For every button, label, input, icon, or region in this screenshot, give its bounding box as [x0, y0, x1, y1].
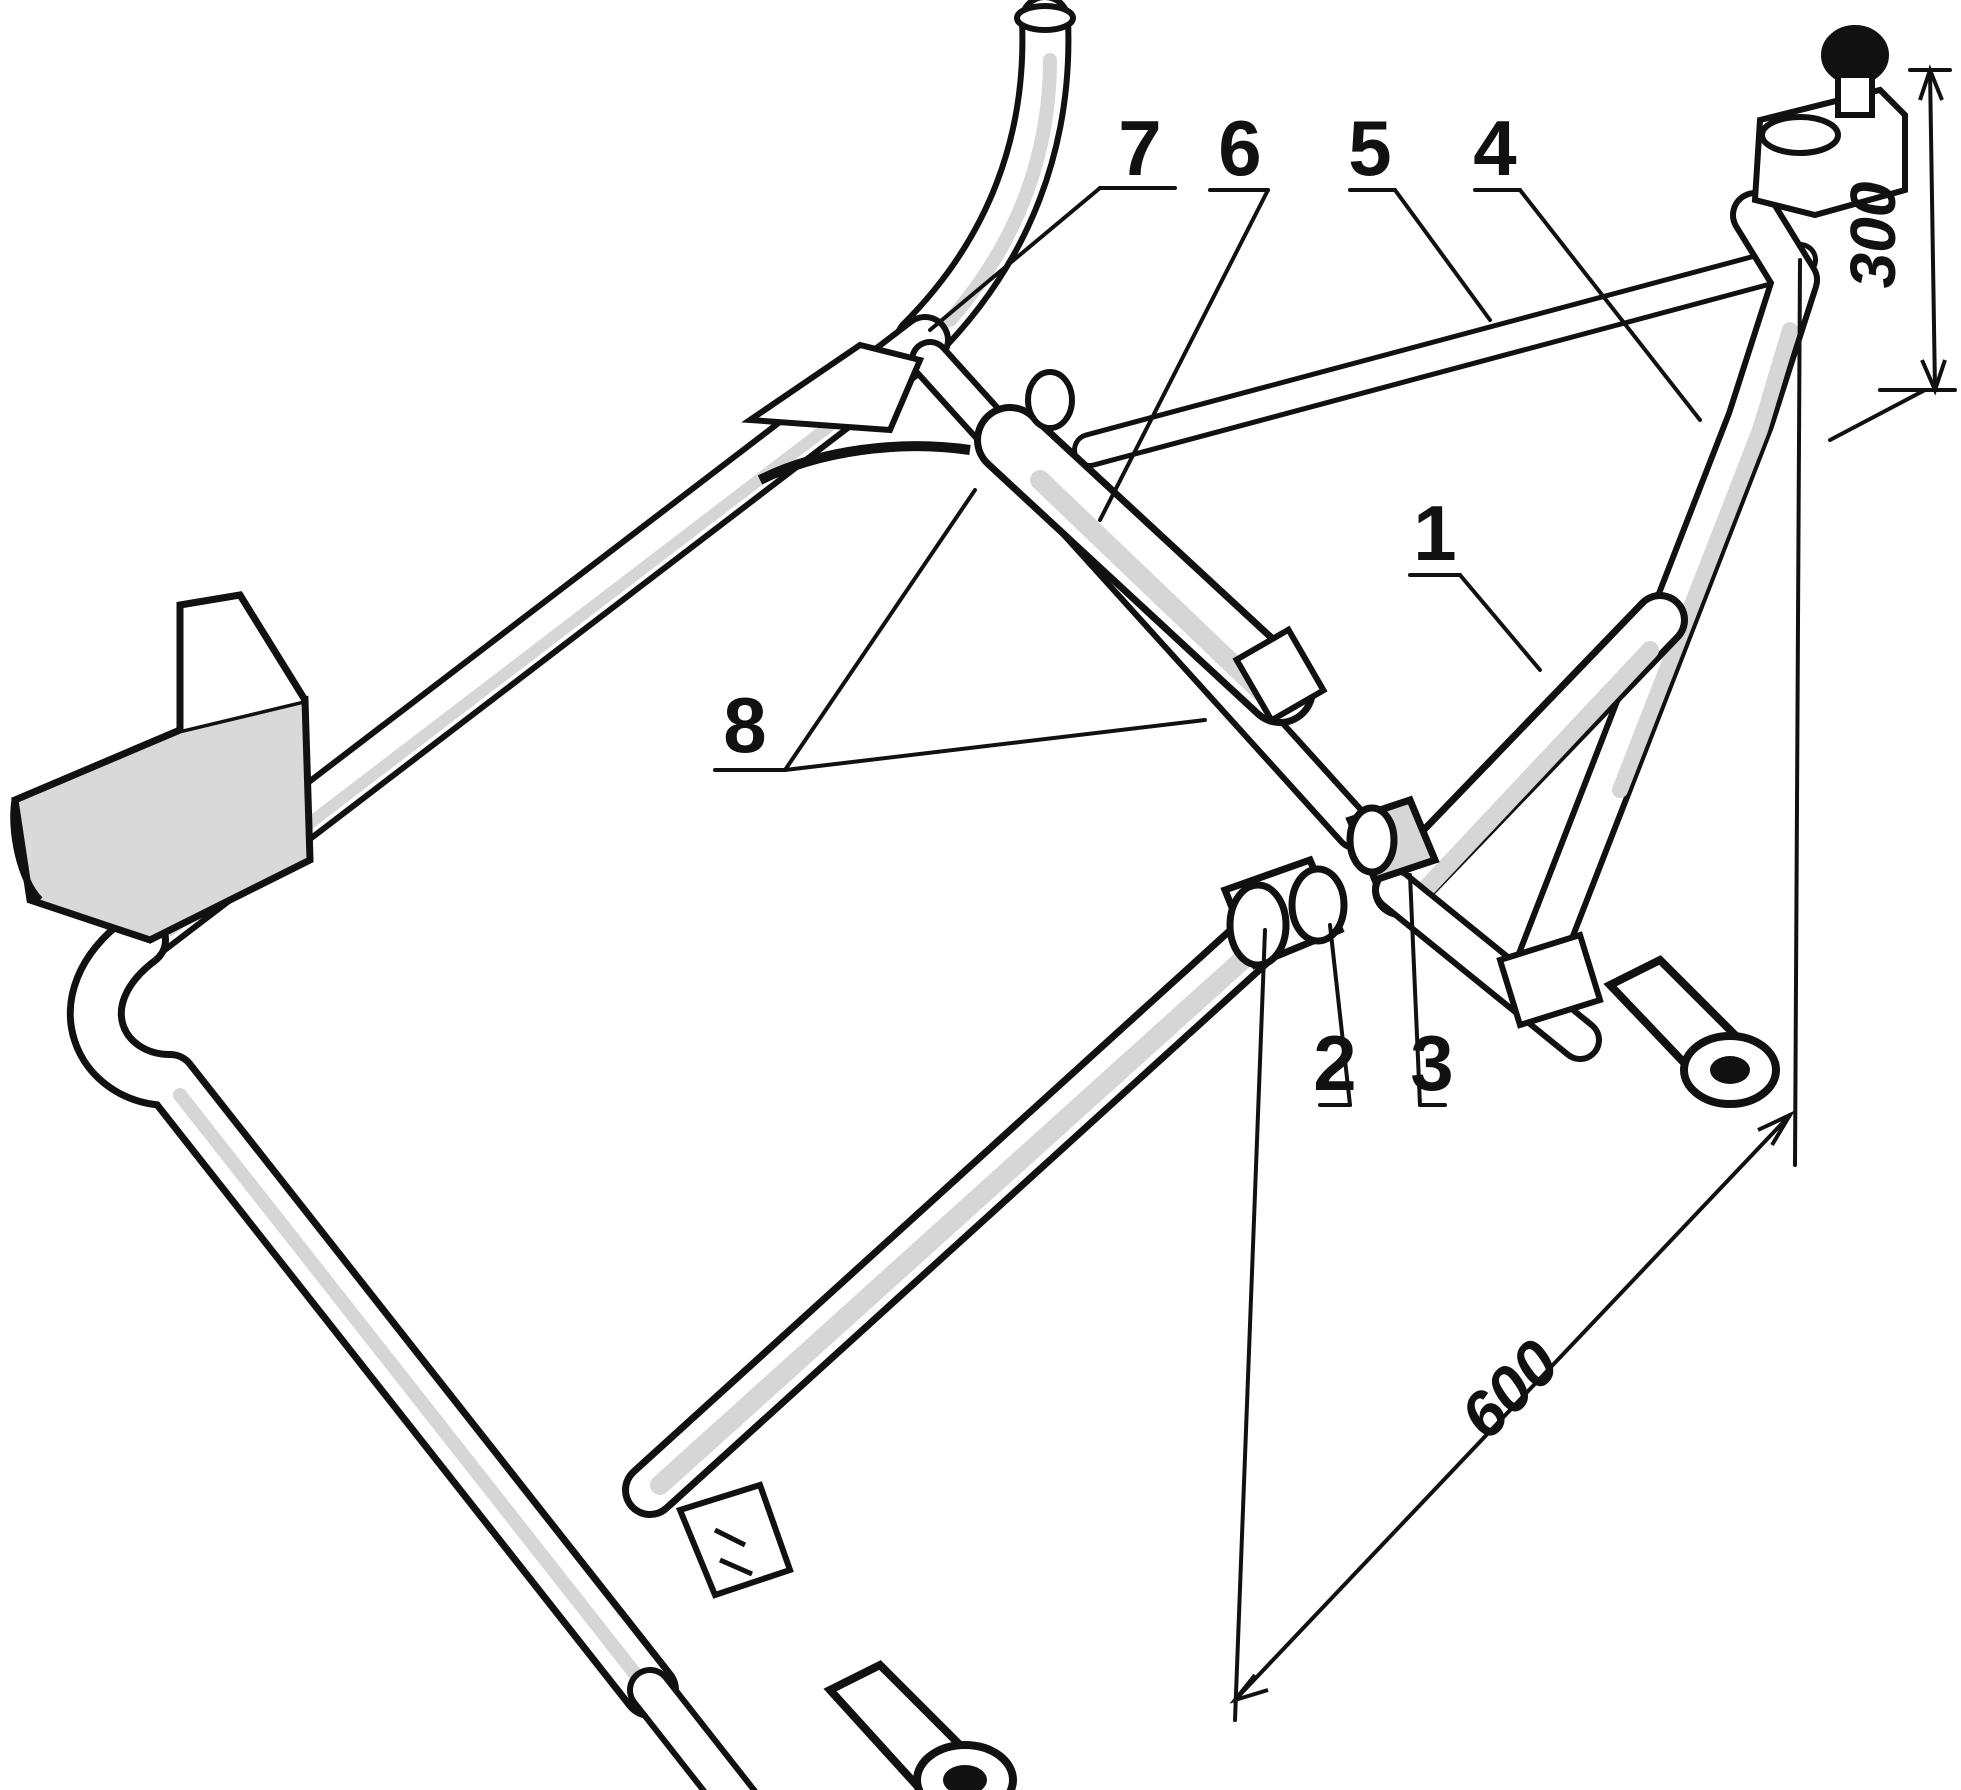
brace-curve: [757, 441, 971, 485]
foot-left: [823, 1660, 1017, 1790]
seat-block: [10, 591, 314, 944]
callout-2: 2: [1313, 1019, 1356, 1107]
clamp-2: [1220, 855, 1348, 970]
callout-5: 5: [1348, 104, 1391, 192]
pivot-top: [1025, 369, 1075, 431]
dimension-label-600: 600: [1446, 1326, 1572, 1452]
callout-6: 6: [1218, 104, 1261, 192]
dimension-300: 300: [1837, 64, 1957, 396]
plate-7: [741, 341, 925, 434]
callout-3: 3: [1410, 1019, 1453, 1107]
small-bracket: [1232, 625, 1328, 725]
callout-8: 8: [723, 681, 766, 769]
foot-right: [1603, 955, 1780, 1108]
dimension-label-300: 300: [1837, 182, 1909, 289]
callout-4: 4: [1473, 104, 1516, 192]
clamp-3: [1345, 795, 1440, 885]
callout-1: 1: [1413, 489, 1456, 577]
callout-7: 7: [1118, 104, 1161, 192]
leader-lines: [713, 186, 1702, 1107]
